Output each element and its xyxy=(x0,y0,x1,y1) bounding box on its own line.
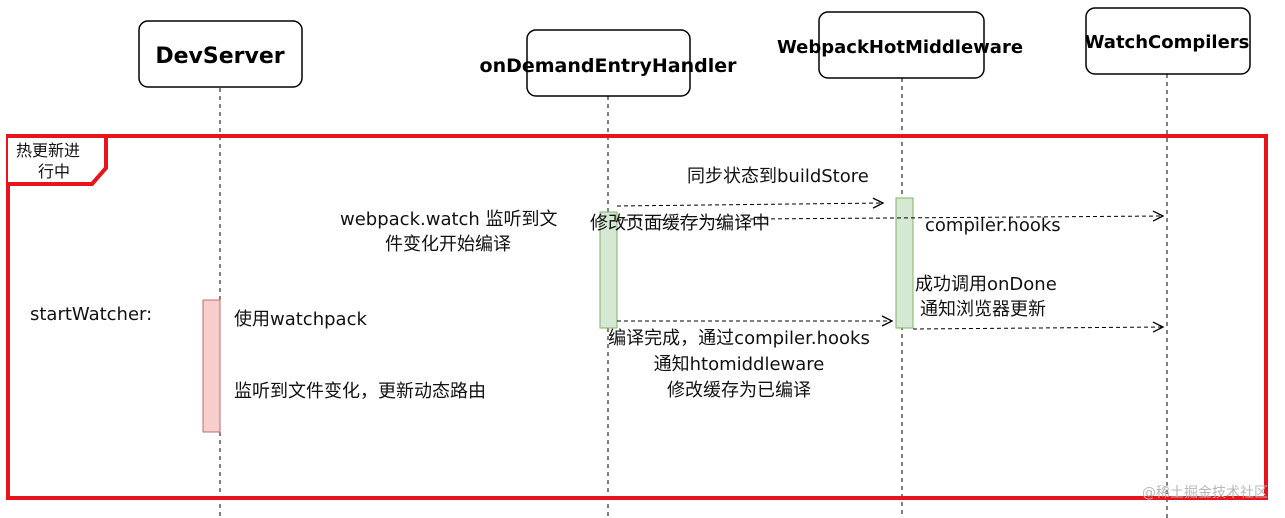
msg-compile-done-line2: 通知htomiddleware xyxy=(654,354,825,375)
hot-update-frame xyxy=(6,134,1268,500)
actor-watch-compilers: WatchCompilers xyxy=(1085,7,1251,75)
msg-on-done-line1: 成功调用onDone xyxy=(915,274,1057,295)
arrow-sync-build-store xyxy=(616,203,883,206)
msg-sync-build-store: 同步状态到buildStore xyxy=(687,166,869,187)
note-update-routes: 监听到文件变化，更新动态路由 xyxy=(234,381,486,402)
note-use-watchpack: 使用watchpack xyxy=(234,309,367,330)
actor-watch-compilers-label: WatchCompilers xyxy=(1085,32,1250,53)
activation-dev-server xyxy=(202,299,221,433)
frame-label-line1: 热更新进 xyxy=(16,141,80,160)
msg-compiler-hooks: compiler.hooks xyxy=(925,215,1061,236)
arrow-notify-browser xyxy=(912,327,1163,329)
msg-webpack-watch-line1: webpack.watch 监听到文 xyxy=(340,209,558,230)
watermark: @稀土掘金技术社区 xyxy=(1142,485,1268,501)
msg-compile-done-line3: 修改缓存为已编译 xyxy=(667,380,811,401)
frame-label-tab xyxy=(8,134,108,186)
actor-webpack-hot-middleware-label: WebpackHotMiddleware xyxy=(777,37,1023,58)
activation-on-demand-entry-handler xyxy=(599,211,618,329)
frame-label-line2: 行中 xyxy=(38,162,70,181)
actor-dev-server: DevServer xyxy=(138,20,303,88)
msg-compile-done-line1: 编译完成，通过compiler.hooks xyxy=(608,328,870,349)
arrow-compiler-hooks xyxy=(616,216,1163,220)
actor-on-demand-entry-handler-label: onDemandEntryHandler xyxy=(480,55,738,77)
msg-webpack-watch-line2: 件变化开始编译 xyxy=(385,234,511,255)
actor-webpack-hot-middleware: WebpackHotMiddleware xyxy=(777,11,1023,79)
note-start-watcher: startWatcher: xyxy=(30,304,152,325)
actor-dev-server-label: DevServer xyxy=(155,44,284,69)
msg-page-cache-compiling: 修改页面缓存为编译中 xyxy=(590,213,770,234)
actor-on-demand-entry-handler: onDemandEntryHandler xyxy=(480,29,738,97)
msg-on-done-line2: 通知浏览器更新 xyxy=(920,299,1046,320)
activation-webpack-hot-middleware xyxy=(895,197,914,329)
